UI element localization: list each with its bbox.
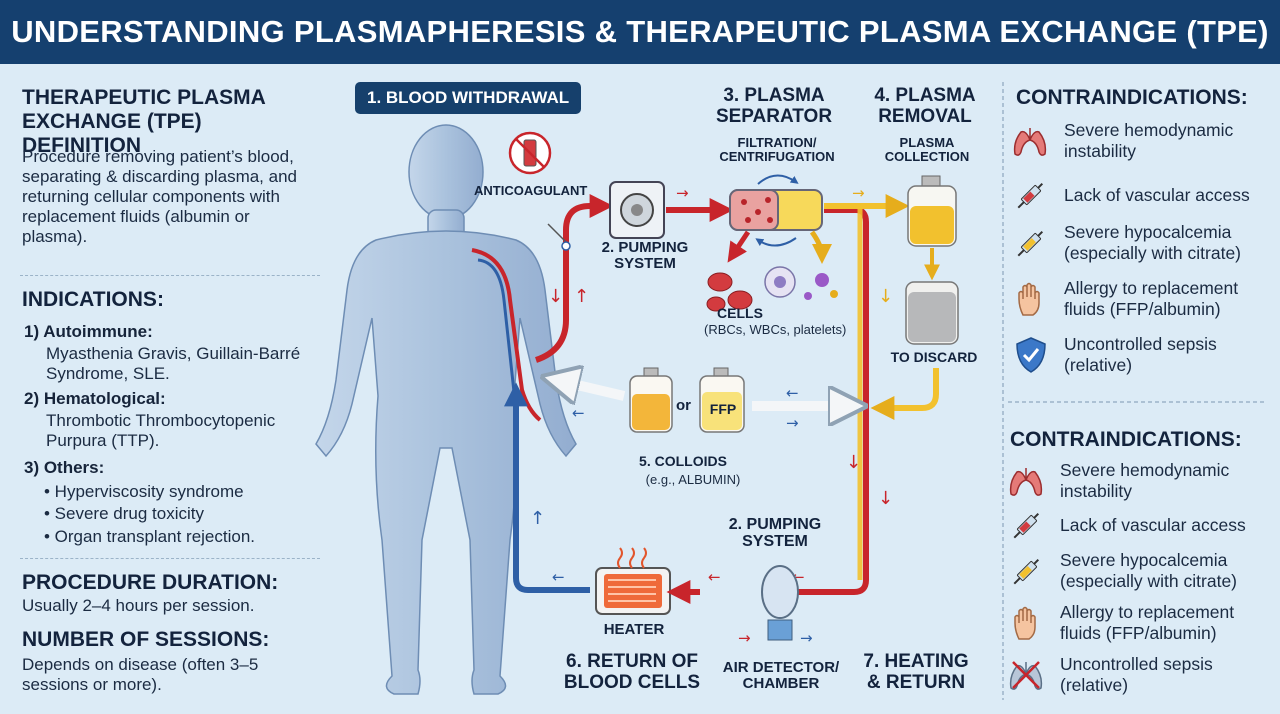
- contraindication-text: Severe hemodynamic instability: [1060, 460, 1230, 501]
- hand-icon: [1008, 604, 1046, 642]
- duration-heading: PROCEDURE DURATION:: [22, 571, 279, 594]
- svg-text:↓: ↓: [878, 488, 893, 509]
- heater-icon: [595, 547, 671, 615]
- indication-others-title: 3) Others:: [24, 458, 105, 477]
- crossed-lungs-icon: [1008, 656, 1046, 694]
- plasma-collection-label: PLASMA COLLECTION: [884, 135, 970, 165]
- return-blue-tube: [504, 382, 590, 593]
- svg-text:↓: ↓: [846, 452, 861, 473]
- contraindication-text: Severe hemodynamic instability: [1064, 120, 1234, 161]
- definition-heading: THERAPEUTIC PLASMA EXCHANGE (TPE) DEFINI…: [22, 86, 266, 157]
- hand-icon: [1012, 280, 1050, 318]
- anticoagulant-icon: [508, 131, 552, 175]
- pumping-system-top-label: 2. PUMPING SYSTEM: [601, 239, 689, 273]
- contraindication-text: Severe hypocalcemia (especially with cit…: [1064, 222, 1241, 263]
- plasma-separator-icon: [729, 174, 823, 247]
- syringe-icon: [1008, 506, 1046, 544]
- contraindication-item: Lack of vascular access: [1012, 176, 1264, 214]
- heater-label: HEATER: [603, 621, 665, 638]
- albumin-bag-icon: [629, 367, 673, 433]
- air-detector-icon: [761, 565, 799, 641]
- return-blood-cells-label: 6. RETURN OF BLOOD CELLS: [563, 651, 701, 693]
- contraindication-text: Lack of vascular access: [1060, 514, 1246, 535]
- contraindication-text: Allergy to replacement fluids (FFP/album…: [1064, 278, 1239, 319]
- ffp-bag-icon: [699, 367, 745, 433]
- contraindication-item: Uncontrolled sepsis (relative): [1012, 334, 1264, 376]
- svg-text:→: →: [738, 629, 751, 647]
- or-label: or: [676, 397, 691, 414]
- cells-sublabel: (RBCs, WBCs, platelets): [704, 322, 847, 337]
- contraindication-item: Allergy to replacement fluids (FFP/album…: [1012, 278, 1264, 320]
- colloids-title: 5. COLLOIDS: [639, 453, 727, 469]
- contraindication-item: Lack of vascular access: [1008, 506, 1270, 544]
- svg-text:←: ←: [786, 384, 799, 402]
- indication-hematological-text: Thrombotic Thrombocytopenic Purpura (TTP…: [46, 411, 276, 450]
- duration-text: Usually 2–4 hours per session.: [22, 596, 255, 615]
- svg-text:→: →: [786, 414, 799, 432]
- lungs-icon: [1008, 462, 1046, 500]
- withdrawal-tube: [534, 194, 614, 363]
- svg-text:→: →: [800, 629, 813, 647]
- to-discard-label: TO DISCARD: [890, 349, 978, 365]
- svg-text:←: ←: [708, 568, 721, 586]
- plasma-separator-subtitle: FILTRATION/ CENTRIFUGATION: [719, 135, 835, 165]
- contraindication-item: Severe hypocalcemia (especially with cit…: [1012, 222, 1264, 264]
- page-header: UNDERSTANDING PLASMAPHERESIS & THERAPEUT…: [0, 0, 1280, 64]
- contraindication-text: Uncontrolled sepsis (relative): [1064, 334, 1217, 375]
- cells-icon: [706, 266, 838, 312]
- svg-text:←: ←: [552, 568, 565, 586]
- lungs-icon: [1012, 122, 1050, 160]
- contraindication-item: Severe hypocalcemia (especially with cit…: [1008, 550, 1270, 592]
- svg-text:←: ←: [572, 404, 585, 422]
- sessions-text: Depends on disease (often 3–5 sessions o…: [22, 655, 259, 694]
- human-body-illustration: [315, 124, 577, 695]
- svg-text:↓: ↓: [878, 286, 893, 307]
- indication-hematological-title: 2) Hematological:: [24, 389, 166, 408]
- shield-check-icon: [1012, 336, 1050, 374]
- syringe-icon: [1012, 176, 1050, 214]
- cells-label: CELLS: [717, 305, 763, 321]
- definition-text: Procedure removing patient’s blood, sepa…: [22, 147, 297, 246]
- syringe-yellow-icon: [1008, 552, 1046, 590]
- indication-others-item: • Organ transplant rejection.: [44, 527, 256, 546]
- colloids-subtitle: (e.g., ALBUMIN): [645, 472, 741, 487]
- ffp-label: FFP: [709, 401, 737, 417]
- contraindication-item: Uncontrolled sepsis (relative): [1008, 654, 1270, 696]
- svg-text:↓: ↓: [548, 286, 563, 307]
- contraindications-heading: CONTRAINDICATIONS:: [1016, 86, 1248, 109]
- divider: [20, 275, 320, 276]
- svg-text:↑: ↑: [574, 286, 589, 307]
- heating-return-label: 7. HEATING & RETURN: [863, 651, 969, 693]
- divider: [20, 558, 320, 559]
- plasma-removal-title: 4. PLASMA REMOVAL: [874, 85, 976, 127]
- contraindication-item: Allergy to replacement fluids (FFP/album…: [1008, 602, 1270, 644]
- indication-others-item: • Severe drug toxicity: [44, 504, 204, 523]
- contraindication-text: Severe hypocalcemia (especially with cit…: [1060, 550, 1237, 591]
- svg-text:→: →: [852, 184, 865, 202]
- pumping-system-bottom-label: 2. PUMPING SYSTEM: [728, 516, 822, 551]
- page-title: UNDERSTANDING PLASMAPHERESIS & THERAPEUT…: [11, 14, 1269, 49]
- plasma-separator-title: 3. PLASMA SEPARATOR: [715, 85, 833, 127]
- sessions-heading: NUMBER OF SESSIONS:: [22, 628, 270, 651]
- svg-text:↑: ↑: [530, 508, 545, 529]
- air-detector-label: AIR DETECTOR/ CHAMBER: [722, 659, 840, 693]
- svg-text:→: →: [676, 184, 689, 202]
- indications-heading: INDICATIONS:: [22, 288, 164, 311]
- discard-bag-icon: [905, 281, 959, 345]
- step1-badge: 1. BLOOD WITHDRAWAL: [355, 82, 582, 114]
- plasma-collection-bag-icon: [907, 175, 957, 247]
- indication-autoimmune-title: 1) Autoimmune:: [24, 322, 153, 341]
- contraindication-text: Allergy to replacement fluids (FFP/album…: [1060, 602, 1235, 643]
- anticoagulant-label: ANTICOAGULANT: [474, 183, 588, 198]
- syringe-yellow-icon: [1012, 224, 1050, 262]
- contraindication-text: Uncontrolled sepsis (relative): [1060, 654, 1213, 695]
- contraindications-heading-2: CONTRAINDICATIONS:: [1010, 428, 1242, 451]
- indication-others-item: • Hyperviscosity syndrome: [44, 482, 244, 501]
- contraindication-item: Severe hemodynamic instability: [1008, 460, 1260, 502]
- contraindication-text: Lack of vascular access: [1064, 184, 1250, 205]
- indication-autoimmune-text: Myasthenia Gravis, Guillain-Barré Syndro…: [46, 344, 301, 383]
- contraindication-item: Severe hemodynamic instability: [1012, 120, 1244, 162]
